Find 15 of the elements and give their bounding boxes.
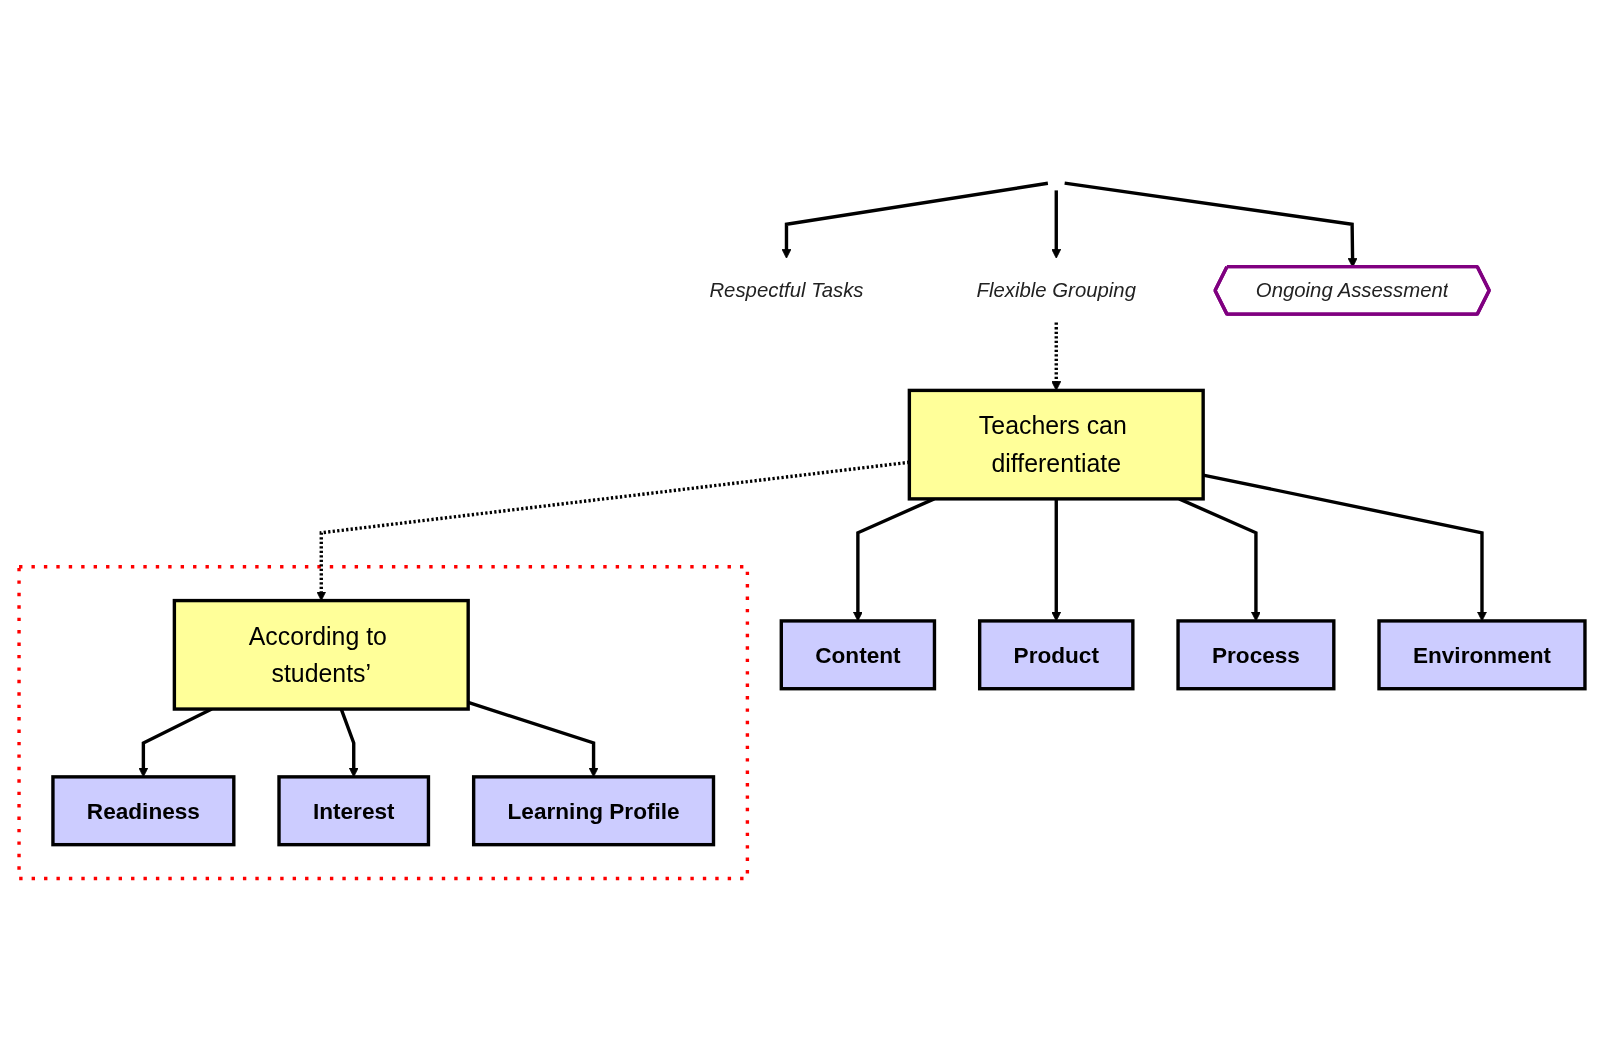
node-box: According to students’ [172, 598, 470, 711]
node-box: Content [779, 619, 937, 691]
arrow [781, 181, 1049, 259]
node-box: Teachers can differentiate [907, 388, 1205, 501]
node-text: Flexible Grouping [976, 278, 1136, 302]
node-box: Interest [277, 775, 431, 847]
cluster [17, 565, 750, 881]
node-text: Respectful Tasks [709, 278, 864, 302]
node-box: Learning Profile [471, 775, 716, 847]
node-box: Environment [1377, 619, 1587, 691]
node-box: Readiness [51, 775, 236, 847]
node-box: Process [1176, 619, 1336, 691]
node-box: Product [977, 619, 1135, 691]
arrow [1051, 322, 1062, 391]
arrow [1051, 190, 1062, 259]
